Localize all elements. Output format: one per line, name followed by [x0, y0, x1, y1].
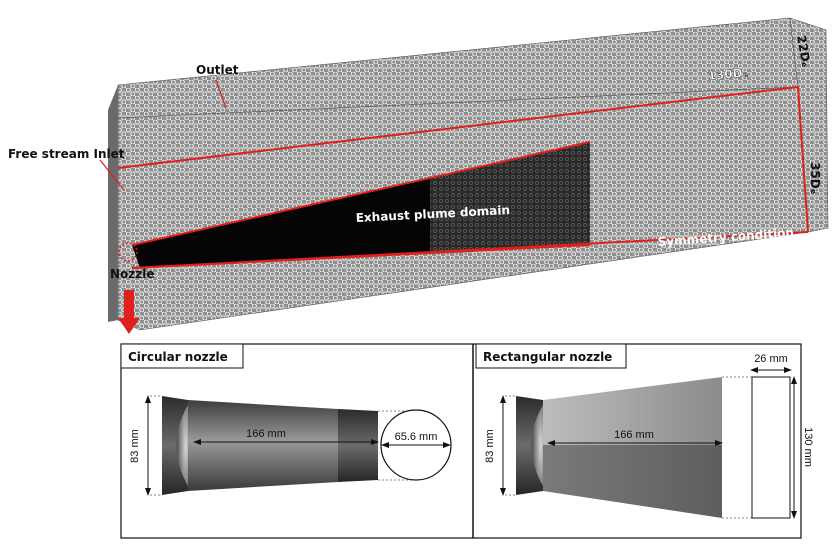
circular-nozzle-exit-ring — [338, 409, 378, 482]
nozzle-marker-circle — [118, 242, 138, 262]
nozzle-label: Nozzle — [110, 267, 155, 281]
width-label: 22Dₑ — [794, 34, 813, 69]
circular-nozzle-dome — [176, 405, 188, 486]
free-stream-inlet-label: Free stream Inlet — [8, 147, 125, 161]
rectangular-title: Rectangular nozzle — [483, 350, 612, 364]
rectangular-length-dim: 166 mm — [614, 429, 654, 441]
outlet-label: Outlet — [196, 63, 239, 77]
circular-nozzle-body — [188, 400, 338, 491]
circular-length-dim: 166 mm — [246, 428, 286, 440]
rectangular-panel: Rectangular nozzle 83 mm 166 mm 26 mm 13… — [475, 343, 814, 519]
height-label: 35Dₑ — [808, 162, 822, 195]
rectangular-inlet-dim: 83 mm — [484, 429, 496, 463]
length-label: 130Dₑ — [707, 65, 749, 83]
circular-exit-dim: 65.6 mm — [395, 431, 438, 443]
circular-title: Circular nozzle — [128, 350, 228, 364]
circular-inlet-dim: 83 mm — [129, 429, 141, 463]
domain-inlet-face — [108, 85, 118, 322]
red-edge-end — [797, 86, 809, 233]
rect-nozzle-upper-flare — [543, 377, 722, 445]
red-edge-top — [117, 86, 799, 169]
rect-nozzle-lower-flare — [543, 445, 722, 518]
domain-box — [99, 17, 829, 334]
rectangular-exit-width-dim: 26 mm — [754, 353, 788, 365]
rectangular-title-box — [475, 343, 627, 369]
plume-domain-core — [132, 178, 430, 268]
domain-end-face — [789, 17, 829, 233]
red-edge-plume-top — [131, 141, 591, 246]
rect-exit-section — [751, 376, 791, 519]
rectangular-exit-height-dim: 130 mm — [802, 427, 814, 467]
circular-title-box — [120, 343, 244, 369]
rect-nozzle-dome — [531, 405, 543, 486]
circular-panel: Circular nozzle 83 mm 166 mm 65.6 mm — [120, 343, 452, 496]
nozzle-down-arrow — [118, 290, 140, 334]
panels-frame — [120, 343, 802, 539]
inlet-leader — [99, 159, 125, 191]
red-edge-bottom — [131, 231, 809, 269]
outlet-leader — [215, 79, 227, 109]
